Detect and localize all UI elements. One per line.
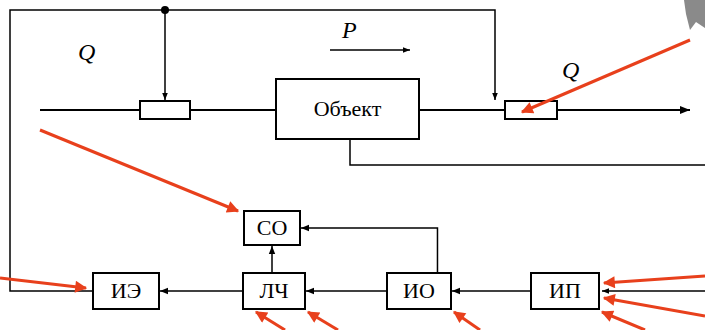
box-text: ИО xyxy=(403,280,435,302)
box-text: ЛЧ xyxy=(259,280,288,302)
callout-pointers xyxy=(0,40,705,330)
box-text: Объект xyxy=(314,98,382,120)
control-wire xyxy=(164,10,166,100)
process-box: ЛЧ xyxy=(242,272,306,310)
box-text: СО xyxy=(257,217,288,239)
box-text: ИП xyxy=(549,280,581,302)
flow-arrow xyxy=(330,49,410,51)
object-box: Объект xyxy=(275,78,420,140)
process-box: ИЭ xyxy=(92,272,160,310)
signal-wire xyxy=(602,290,705,292)
signal-wire xyxy=(350,140,705,165)
process-box: ИО xyxy=(386,272,452,310)
flow-symbol: Q xyxy=(562,58,579,82)
process-box: ИП xyxy=(530,272,600,310)
signal-arrow xyxy=(271,246,273,272)
figure-fragment xyxy=(684,0,705,30)
signal-arrow xyxy=(160,290,242,292)
process-box: СО xyxy=(243,210,301,246)
signal-arrow xyxy=(301,228,437,272)
valve-symbol xyxy=(505,101,557,119)
valve-symbol xyxy=(140,101,190,119)
signal-arrow xyxy=(452,290,530,292)
control-wire xyxy=(10,10,495,291)
flow-symbol: Q xyxy=(78,40,95,64)
box-text: ИЭ xyxy=(111,280,141,302)
junction-dot xyxy=(161,6,169,14)
signal-arrow xyxy=(306,290,386,292)
pressure-symbol: P xyxy=(342,18,357,42)
